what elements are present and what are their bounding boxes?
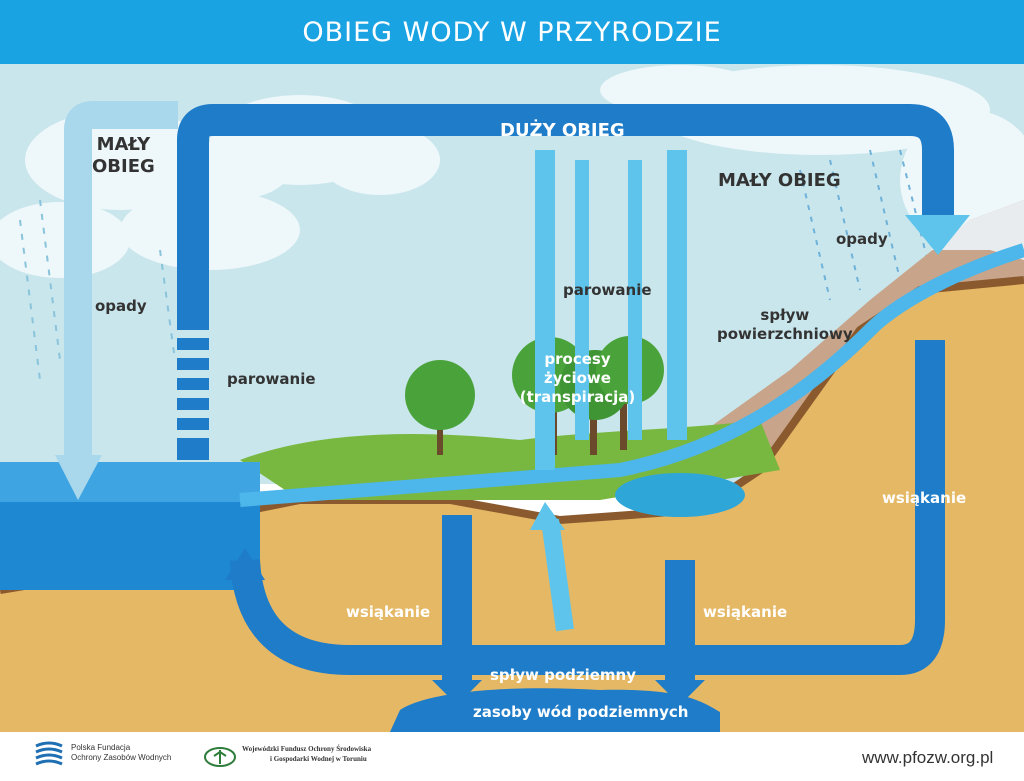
label-wsiakanie-left: wsiąkanie — [346, 603, 431, 621]
wsiakanie-middle-column — [442, 515, 472, 685]
transpiration-up-arrowhead — [530, 502, 565, 530]
underground-reservoir — [390, 688, 720, 732]
page-title: OBIEG WODY W PRZYRODZIE — [302, 16, 722, 48]
logo1-line1: Polska Fundacja — [71, 743, 131, 752]
label-parowanie-center: parowanie — [563, 281, 652, 299]
label-opady-right: opady — [836, 230, 888, 248]
sea-surface — [0, 462, 260, 502]
tree-left — [405, 360, 475, 455]
down-arrowhead-2 — [655, 680, 705, 705]
label-wsiakanie-right: wsiąkanie — [882, 489, 967, 507]
underground-return-arrowhead — [225, 548, 265, 580]
wsiakanie-right-column — [665, 560, 695, 685]
label-duzy-obieg: DUŻY OBIEG — [500, 120, 625, 141]
maly-obieg-left-arrowhead — [55, 455, 102, 500]
label-parowanie-left: parowanie — [227, 370, 316, 388]
label-zasoby: zasoby wód podziemnych — [473, 703, 689, 721]
evaporation-left-stripes — [177, 330, 209, 438]
pfozw-logo-icon — [35, 741, 63, 766]
water-cycle-illustration — [0, 64, 1024, 732]
duzy-obieg-arrow — [177, 104, 954, 460]
rain-right — [799, 149, 931, 301]
maly-obieg-left-arrow — [64, 101, 178, 460]
label-splyw-podziemny: spływ podziemny — [490, 666, 637, 684]
label-wsiakanie-middle: wsiąkanie — [703, 603, 788, 621]
footer-url[interactable]: www.pfozw.org.pl — [862, 748, 994, 767]
duzy-obieg-arrowhead — [905, 215, 970, 255]
evaporation-center-columns — [535, 150, 687, 470]
label-maly-obieg-right: MAŁY OBIEG — [718, 170, 841, 191]
river — [239, 243, 1024, 507]
transpiration-up-arrow — [541, 518, 574, 632]
mountain-snow — [930, 200, 1024, 260]
lake — [615, 473, 745, 517]
label-procesy-zyciowe: procesy życiowe (transpiracja) — [519, 350, 636, 406]
logo2-line1: Wojewódzki Fundusz Ochrony Środowiska — [242, 745, 372, 753]
label-maly-obieg-left: MAŁY OBIEG — [92, 134, 155, 177]
label-splyw-powierzchniowy: spływ powierzchniowy — [717, 306, 853, 343]
splyw-podziemny-arrow — [230, 340, 945, 675]
footer: Polska Fundacja Ochrony Zasobów Wodnych … — [0, 732, 1024, 781]
title-bar: OBIEG WODY W PRZYRODZIE — [0, 0, 1024, 64]
logo2-line2: i Gospodarki Wodnej w Toruniu — [270, 755, 367, 763]
down-arrowhead-1 — [432, 680, 482, 705]
wfos-logo-icon — [204, 747, 236, 767]
rain-left — [19, 199, 176, 381]
logo1-line2: Ochrony Zasobów Wodnych — [71, 753, 172, 762]
label-opady-left: opady — [95, 297, 147, 315]
